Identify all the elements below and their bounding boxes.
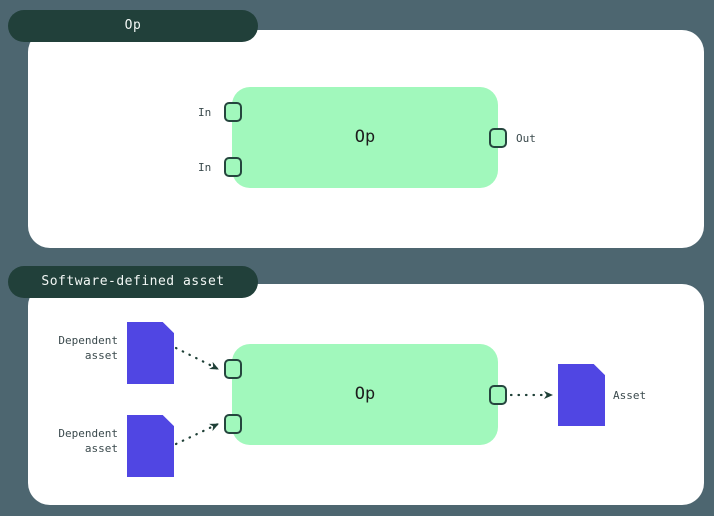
port-in-2-label: In [198, 161, 212, 174]
port-out-1-label: Out [516, 132, 536, 145]
tab-software-defined-asset[interactable]: Software-defined asset [8, 266, 258, 298]
asset-document-icon[interactable] [558, 364, 605, 426]
port-in-dependent-1[interactable] [224, 359, 242, 379]
op-node-top-label: Op [354, 127, 376, 147]
port-in-1[interactable] [224, 102, 242, 122]
dependent-asset-2-label: Dependent asset [58, 427, 118, 455]
asset-output-label: Asset [613, 389, 647, 402]
op-node-top[interactable]: Op [232, 87, 498, 188]
asset-document-icon[interactable] [127, 322, 174, 384]
op-node-bottom-label: Op [354, 384, 376, 404]
port-out-1[interactable] [489, 128, 507, 148]
op-node-bottom[interactable]: Op [232, 344, 498, 445]
port-in-2[interactable] [224, 157, 242, 177]
asset-document-icon[interactable] [127, 415, 174, 477]
dependent-asset-1-label: Dependent asset [58, 334, 118, 362]
port-out-asset[interactable] [489, 385, 507, 405]
tab-op[interactable]: Op [8, 10, 258, 42]
port-in-dependent-2[interactable] [224, 414, 242, 434]
port-in-1-label: In [198, 106, 212, 119]
